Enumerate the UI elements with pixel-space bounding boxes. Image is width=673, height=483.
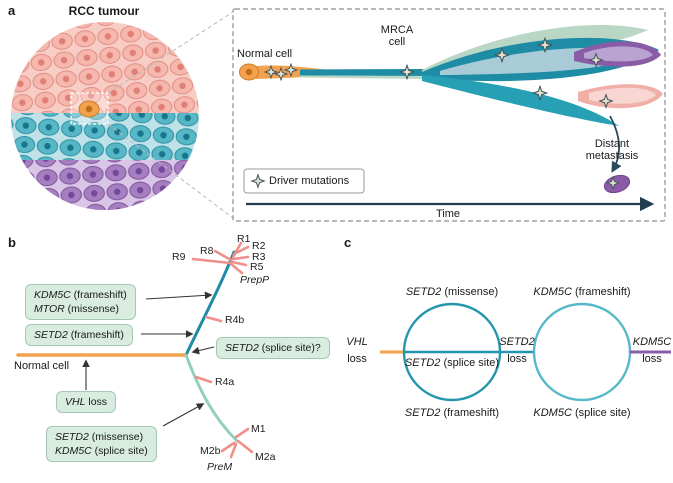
branch-label-r3: R3 [252, 251, 266, 263]
driver-mutations-legend-box [243, 168, 365, 194]
branch-label-r4b: R4b [225, 314, 245, 326]
branch-label-m2a: M2a [255, 451, 276, 463]
panel-a-letter: a [8, 3, 16, 18]
panel-c-letter: c [344, 235, 352, 250]
branch-label-r4a: R4a [215, 376, 235, 388]
normal-cell-label-b: Normal cell [14, 360, 70, 372]
driver-mutations-legend-label: Driver mutations [269, 175, 350, 187]
rcc-tumour-illustration [11, 22, 199, 210]
tumour-zoom-region-box [70, 92, 109, 125]
kdm5c-splice-route-label: KDM5C (splice site) [533, 407, 631, 419]
phylogenetic-tree [16, 241, 254, 459]
kdm5c-routes-circle [532, 302, 632, 402]
vhl-loss-node: VHL loss [346, 336, 368, 365]
branch-label-r2: R2 [252, 240, 266, 252]
tumour-title: RCC tumour [68, 4, 140, 18]
sample-twigs [191, 241, 254, 459]
branch-label-r8: R8 [200, 245, 214, 257]
setd2-loss-node: SETD2 loss [499, 336, 535, 365]
time-label: Time [435, 208, 461, 220]
metastasis-arrow [609, 115, 622, 173]
annotation-setd2-kdm5c: SETD2 (missense) KDM5C (splice site) [46, 426, 157, 463]
kdm5c-loss-node: KDM5C loss [632, 336, 672, 365]
kdm5c-frameshift-route-label: KDM5C (frameshift) [533, 286, 631, 298]
annotation-vhl-loss: VHL loss [56, 391, 117, 414]
branch-label-prepp: PrepP [240, 274, 270, 286]
branch-label-r1: R1 [237, 233, 251, 245]
normal-cell-label-a: Normal cell [237, 48, 293, 60]
annotation-setd2-frameshift: SETD2 (frameshift) [25, 324, 133, 347]
setd2-frameshift-route-label: SETD2 (frameshift) [404, 407, 500, 419]
setd2-missense-route-label: SETD2 (missense) [405, 286, 499, 298]
branch-label-r9: R9 [172, 251, 186, 263]
metastasis-branch [184, 353, 239, 443]
parallel-evolution-diagram [380, 302, 671, 402]
annotation-kdm5c-mtor: KDM5C (frameshift) MTOR (missense) [25, 284, 136, 321]
zoom-connector-bottom [107, 123, 234, 219]
annotation-setd2-splice: SETD2 (splice site)? [216, 337, 330, 360]
branch-label-m2b: M2b [200, 445, 221, 457]
panel-b-letter: b [8, 235, 16, 250]
mrca-label: MRCA cell [380, 24, 414, 48]
lower-teal-clone-blade [422, 75, 619, 126]
setd2-splice-route-label: SETD2 (splice site) [404, 357, 500, 369]
zoom-connector-top [107, 11, 234, 94]
distant-metastasis-label: Distant metastasis [585, 138, 639, 162]
branch-label-prem: PreM [207, 461, 233, 473]
branch-label-m1: M1 [251, 423, 266, 435]
tumour-teal-clone-region [11, 113, 199, 160]
tumour-purple-clone-region [11, 160, 199, 210]
branch-label-r5: R5 [250, 261, 264, 273]
annotation-arrows [82, 291, 215, 427]
